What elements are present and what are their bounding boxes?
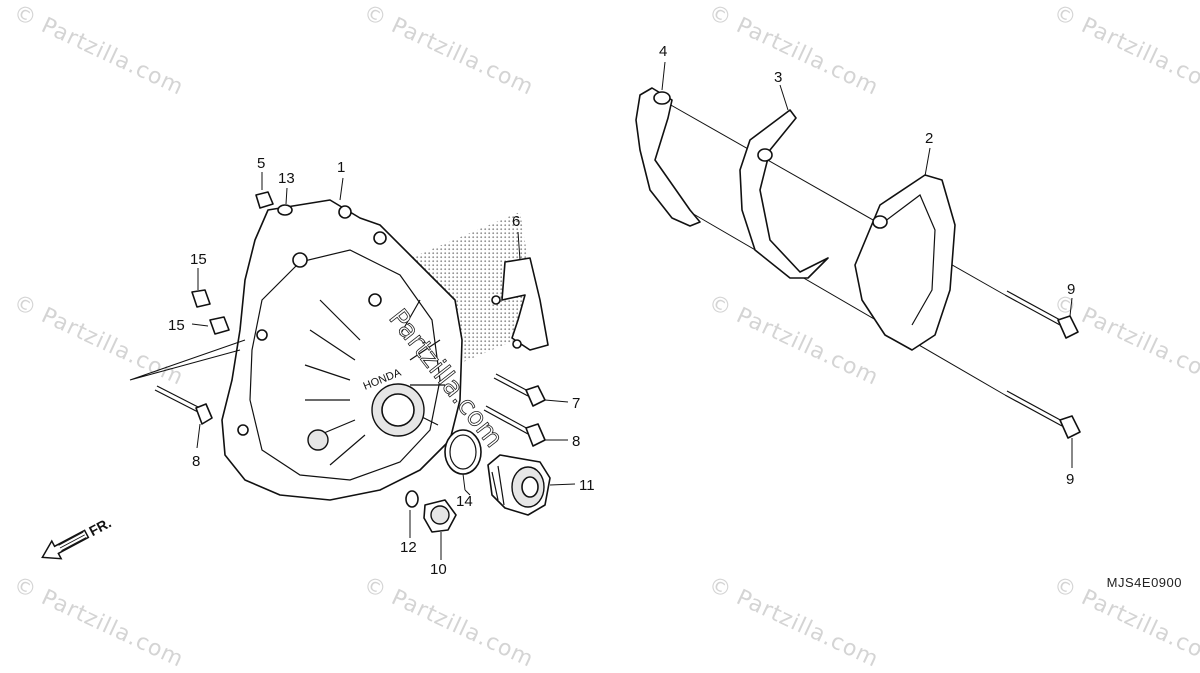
front-label: FR. — [86, 514, 113, 539]
callout-1: 1 — [337, 159, 345, 176]
callout-11: 11 — [579, 477, 595, 494]
part-8-bolt-left[interactable] — [154, 385, 213, 425]
callout-14: 14 — [456, 493, 473, 510]
part-2-cover[interactable] — [854, 174, 956, 351]
part-11-plug-cap[interactable] — [487, 454, 551, 516]
callout-9-lower: 9 — [1066, 471, 1074, 488]
callout-15-upper: 15 — [190, 251, 207, 268]
callout-8-left: 8 — [192, 453, 200, 470]
part-3-gasket[interactable] — [739, 109, 829, 279]
callout-6: 6 — [512, 213, 520, 230]
diagram-code: MJS4E0900 — [1106, 575, 1182, 590]
part-14-o-ring[interactable] — [444, 429, 482, 475]
parts-diagram: HONDA Partzilla.com — [41, 43, 1081, 578]
callout-15-lower: 15 — [168, 317, 185, 334]
callout-13: 13 — [278, 170, 295, 187]
front-direction-arrow: FR. — [41, 514, 114, 560]
callout-4: 4 — [659, 43, 667, 60]
callout-5: 5 — [257, 155, 265, 172]
part-13-o-ring[interactable] — [277, 204, 293, 216]
part-9-bolt-upper[interactable] — [1004, 290, 1079, 339]
callout-9-upper: 9 — [1067, 281, 1075, 298]
callout-2: 2 — [925, 130, 933, 147]
callout-7: 7 — [572, 395, 580, 412]
part-1-crankcase-cover[interactable]: HONDA — [221, 199, 463, 501]
part-15-dowel-lower[interactable] — [209, 316, 230, 335]
callout-12: 12 — [400, 539, 417, 556]
part-4-gasket-clip[interactable] — [635, 87, 701, 227]
part-9-bolt-lower[interactable] — [1004, 390, 1081, 439]
part-7-bolt[interactable] — [493, 373, 546, 407]
callout-10: 10 — [430, 561, 447, 578]
part-15-dowel-upper[interactable] — [191, 289, 211, 308]
callout-8-right: 8 — [572, 433, 580, 450]
part-5-dowel[interactable] — [255, 191, 274, 209]
part-10-plug[interactable] — [423, 499, 457, 533]
part-6-bracket[interactable] — [491, 257, 549, 351]
leader-lines — [129, 61, 1073, 560]
callout-3: 3 — [774, 69, 782, 86]
part-12-washer[interactable] — [405, 490, 419, 508]
